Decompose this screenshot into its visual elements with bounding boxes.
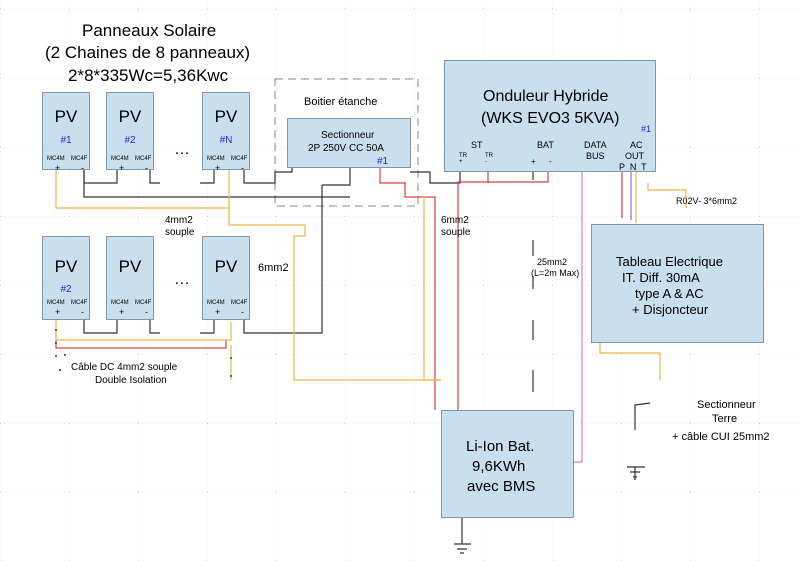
pv-plus: + — [119, 307, 125, 317]
onduleur-model: (WKS EVO3 5KVA) — [481, 110, 620, 127]
pv-mc4m: MC4M — [47, 156, 65, 162]
onduleur-title: Onduleur Hybride — [483, 88, 609, 105]
pv-panel-row1-n: PV #N MC4M MC4F + - — [202, 92, 250, 173]
pv-mc4m: MC4M — [111, 300, 129, 306]
pv-title: PV — [214, 107, 238, 126]
onduleur-bat-plus: + — [531, 157, 536, 166]
pv-mc4f: MC4F — [231, 156, 248, 162]
tableau-box: Tableau Electrique IT. Diff. 30mA type A… — [591, 224, 764, 343]
pv-number: #2 — [60, 284, 72, 295]
label-sect-terre-1: Sectionneur — [697, 399, 756, 411]
pv-plus: + — [119, 163, 125, 173]
battery-box: Li-Ion Bat. 9,6KWh avec BMS — [441, 410, 574, 518]
pv-ellipsis-row1: … — [174, 141, 190, 158]
pv-minus: - — [145, 307, 148, 317]
pv-minus: - — [241, 307, 244, 317]
pv-plus: + — [55, 163, 61, 173]
pv-mc4f: MC4F — [135, 300, 152, 306]
pv-number: #1 — [60, 135, 72, 146]
pv-panel-row1-1: PV #1 MC4M MC4F + - — [42, 92, 90, 173]
pv-title: PV — [214, 257, 238, 276]
pv-number: #N — [219, 135, 233, 146]
pv-plus: + — [55, 307, 61, 317]
label-cable-dc: Câble DC 4mm2 souple — [71, 362, 178, 373]
pv-title: PV — [54, 257, 78, 276]
pv-panel-row2-2: PV MC4M MC4F + - — [106, 236, 154, 320]
pv-panel-row2-n: PV MC4M MC4F + - — [202, 236, 250, 320]
label-r02v: R02V- 3*6mm2 — [676, 196, 738, 206]
pv-mc4f: MC4F — [231, 300, 248, 306]
label-25mm2-length: (L=2m Max) — [531, 268, 580, 278]
label-cable-dc-iso: Double Isolation — [95, 375, 167, 386]
onduleur-bat: BAT — [537, 140, 554, 150]
onduleur-st-plus: TR+ — [459, 153, 467, 165]
boitier-label: Boitier étanche — [304, 96, 378, 108]
tableau-line4: + Disjoncteur — [632, 302, 709, 317]
pv-title: PV — [118, 257, 142, 276]
onduleur-st-minus: TR- — [485, 153, 493, 165]
label-25mm2: 25mm2 — [537, 257, 568, 267]
pv-plus: + — [215, 307, 221, 317]
onduleur-data: DATA — [584, 140, 607, 150]
label-6mm2-souple: souple — [441, 227, 471, 238]
tableau-line3: type A & AC — [635, 286, 704, 301]
pv-mc4m: MC4M — [47, 300, 65, 306]
label-4mm2: 4mm2 — [165, 215, 193, 226]
onduleur-pnt: P N T — [619, 162, 647, 172]
pv-plus: + — [215, 163, 221, 173]
label-6mm2-b: 6mm2 — [441, 215, 469, 226]
sectionneur-number: #1 — [377, 156, 389, 167]
label-4mm2-souple: souple — [165, 227, 195, 238]
pv-mc4f: MC4F — [71, 300, 88, 306]
pv-minus: - — [145, 163, 148, 173]
pv-mc4m: MC4M — [207, 156, 225, 162]
boitier-enclosure — [274, 78, 419, 207]
pv-minus: - — [81, 163, 84, 173]
battery-line1: Li-Ion Bat. — [466, 438, 535, 455]
pv-mc4f: MC4F — [135, 156, 152, 162]
onduleur-bus: BUS — [586, 151, 605, 161]
sectionneur-box: Sectionneur 2P 250V CC 50A #1 — [287, 118, 411, 168]
onduleur-st: ST — [471, 140, 483, 150]
pv-mc4f: MC4F — [71, 156, 88, 162]
pv-mc4m: MC4M — [207, 300, 225, 306]
sectionneur-line2: 2P 250V CC 50A — [308, 143, 384, 154]
onduleur-bat-minus: - — [549, 157, 552, 166]
pv-ellipsis-row2: … — [174, 271, 190, 288]
label-sect-terre-3: + câble CUI 25mm2 — [672, 431, 770, 443]
label-sect-terre-2: Terre — [712, 413, 738, 425]
pv-number: #2 — [124, 135, 136, 146]
pv-minus: - — [81, 307, 84, 317]
pv-mc4m: MC4M — [111, 156, 129, 162]
tableau-line2: IT. Diff. 30mA — [622, 270, 700, 285]
label-6mm2: 6mm2 — [258, 262, 289, 274]
pv-title: PV — [54, 107, 78, 126]
battery-line3: avec BMS — [467, 478, 536, 495]
pv-panel-row1-2: PV #2 MC4M MC4F + - — [106, 92, 154, 173]
header-power: 2*8*335Wc=5,36Kwc — [68, 66, 229, 85]
onduleur-out: OUT — [625, 151, 644, 161]
header-title: Panneaux Solaire — [82, 21, 217, 40]
tableau-line1: Tableau Electrique — [616, 254, 723, 269]
sectionneur-line1: Sectionneur — [321, 130, 375, 141]
onduleur-ac: AC — [630, 140, 643, 150]
pv-minus: - — [241, 163, 244, 173]
pv-title: PV — [118, 107, 142, 126]
pv-panel-row2-1: PV #2 MC4M MC4F + - — [42, 236, 90, 320]
battery-line2: 9,6KWh — [472, 458, 526, 475]
header-subtitle: (2 Chaines de 8 panneaux) — [45, 43, 251, 62]
onduleur-number: #1 — [641, 124, 652, 134]
onduleur-box: Onduleur Hybride (WKS EVO3 5KVA) #1 ST T… — [444, 60, 656, 172]
